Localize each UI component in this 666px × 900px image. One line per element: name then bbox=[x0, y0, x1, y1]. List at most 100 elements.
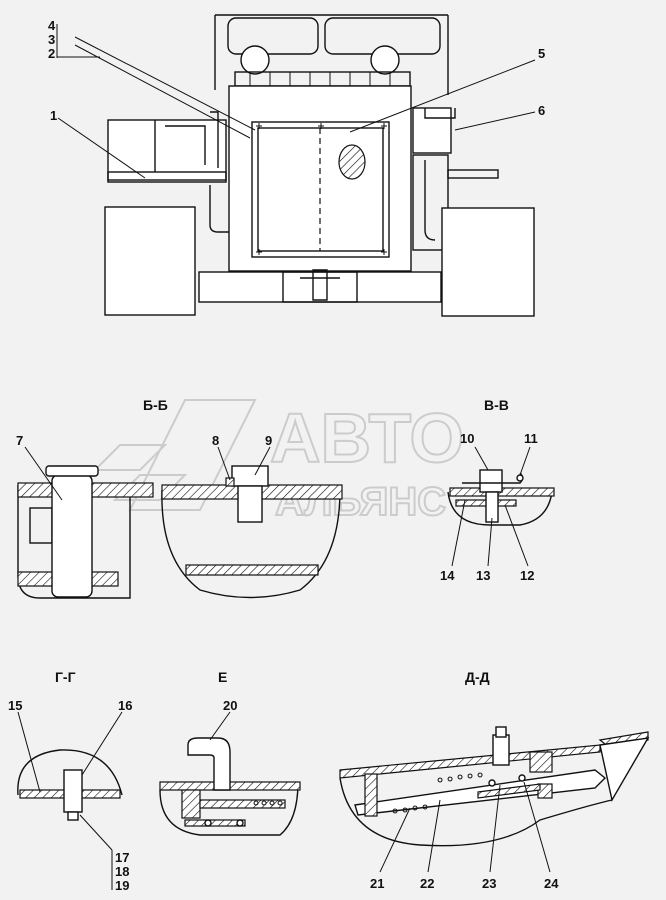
callout-10: 10 bbox=[460, 431, 474, 446]
hitch-pin bbox=[300, 269, 340, 301]
e-rivet bbox=[204, 819, 212, 827]
bottom-plate-right bbox=[185, 564, 319, 576]
side-bracket-top bbox=[424, 108, 456, 119]
section-d-d-leaders bbox=[379, 781, 551, 873]
leader-24 bbox=[523, 781, 551, 873]
section-g-g-title: Г-Г bbox=[55, 669, 76, 685]
e-body-outline bbox=[159, 781, 299, 836]
leader-8 bbox=[217, 446, 231, 481]
dd-right-stop bbox=[529, 751, 553, 773]
filter-frame-outer bbox=[251, 121, 390, 258]
section-b-b-leaders bbox=[24, 446, 271, 501]
vv-nut-10 bbox=[479, 469, 503, 493]
dd-top-plate bbox=[339, 744, 601, 779]
callout-20: 20 bbox=[223, 698, 237, 713]
section-g-g bbox=[17, 749, 123, 821]
dd-handle-23 bbox=[492, 734, 510, 766]
left-platform-detail bbox=[154, 111, 219, 172]
vv-body-outline bbox=[447, 491, 553, 526]
dd-pin bbox=[488, 779, 496, 787]
cab-outline bbox=[214, 14, 449, 95]
callout-12: 12 bbox=[520, 568, 534, 583]
left-platform-base bbox=[107, 171, 227, 183]
mesh-window bbox=[338, 144, 366, 180]
callout-13: 13 bbox=[476, 568, 490, 583]
hitch-block bbox=[282, 271, 358, 303]
e-pipe-20 bbox=[187, 737, 231, 791]
callout-8: 8 bbox=[212, 433, 219, 448]
dd-handle-cap bbox=[495, 726, 507, 738]
section-v-v-leaders bbox=[451, 446, 531, 567]
section-v-v-title: В-В bbox=[484, 397, 509, 413]
callout-21: 21 bbox=[370, 876, 384, 891]
left-platform bbox=[107, 119, 227, 181]
washer-8 bbox=[225, 477, 235, 487]
callout-7: 7 bbox=[16, 433, 23, 448]
section-d-d-title: Д-Д bbox=[465, 669, 490, 685]
section-b-b-title: Б-Б bbox=[143, 397, 168, 413]
rear-window-left bbox=[227, 17, 319, 55]
leader-10 bbox=[474, 446, 489, 471]
callout-15: 15 bbox=[8, 698, 22, 713]
right-panel bbox=[412, 154, 449, 251]
callout-18: 18 bbox=[115, 864, 129, 879]
dd-body-outline bbox=[339, 777, 613, 847]
leader-17-19 bbox=[79, 814, 113, 851]
callout-14: 14 bbox=[440, 568, 455, 583]
gg-bolt-16 bbox=[63, 769, 83, 813]
section-e bbox=[159, 737, 301, 836]
callout-16: 16 bbox=[118, 698, 132, 713]
callout-5: 5 bbox=[538, 46, 545, 61]
tyre-right bbox=[441, 207, 535, 317]
leader-14 bbox=[451, 499, 466, 567]
callout-17: 17 bbox=[115, 850, 129, 865]
callout-9: 9 bbox=[265, 433, 272, 448]
inner-slot bbox=[29, 507, 53, 544]
dd-end-wedge bbox=[599, 737, 650, 802]
callout-19: 19 bbox=[115, 878, 129, 893]
callout-2: 2 bbox=[48, 46, 55, 61]
callout-4: 4 bbox=[48, 18, 56, 33]
leader-11 bbox=[519, 446, 531, 476]
bolt-9 bbox=[237, 485, 263, 523]
leader-4 bbox=[74, 36, 256, 131]
leader-16 bbox=[81, 711, 123, 776]
callout-22: 22 bbox=[420, 876, 434, 891]
dd-pin-24 bbox=[518, 774, 526, 782]
rear-bumper bbox=[198, 271, 442, 303]
dd-guide-plate bbox=[477, 783, 541, 799]
section-g-g-leaders bbox=[17, 711, 123, 890]
right-block-outline bbox=[161, 489, 341, 599]
section-e-title: Е bbox=[218, 669, 227, 685]
leader-20 bbox=[209, 711, 231, 741]
e-lower-plate bbox=[184, 819, 246, 827]
gg-bolt-tail bbox=[67, 811, 79, 821]
callout-11: 11 bbox=[524, 431, 538, 446]
e-rail bbox=[199, 799, 286, 809]
leader-6 bbox=[454, 111, 536, 131]
watermark-line-1: АВТО bbox=[270, 399, 464, 477]
leader-9 bbox=[254, 446, 271, 476]
frame-fasteners bbox=[256, 123, 387, 255]
vehicle-rear-view bbox=[104, 14, 535, 317]
bolt-7-head bbox=[45, 465, 99, 477]
leader-23 bbox=[489, 784, 501, 873]
right-pipe bbox=[424, 160, 436, 241]
dd-lower-stop bbox=[537, 783, 553, 799]
leader-21 bbox=[379, 807, 411, 873]
callout-23: 23 bbox=[482, 876, 496, 891]
section-b-b bbox=[17, 465, 343, 599]
section-v-v bbox=[447, 469, 555, 526]
bolt-7 bbox=[51, 474, 93, 598]
section-d-d bbox=[339, 726, 650, 847]
gg-body-outline bbox=[17, 749, 123, 796]
vv-pin-hole bbox=[516, 474, 524, 482]
dd-holes bbox=[392, 772, 483, 814]
leader-5 bbox=[349, 59, 536, 133]
leader-13 bbox=[487, 517, 493, 567]
callout-1: 1 bbox=[50, 108, 57, 123]
callout-24: 24 bbox=[544, 876, 559, 891]
leader-3 bbox=[74, 44, 251, 139]
watermark: АВТО АЛЬЯНС bbox=[92, 398, 465, 525]
lamp-left bbox=[240, 45, 270, 75]
